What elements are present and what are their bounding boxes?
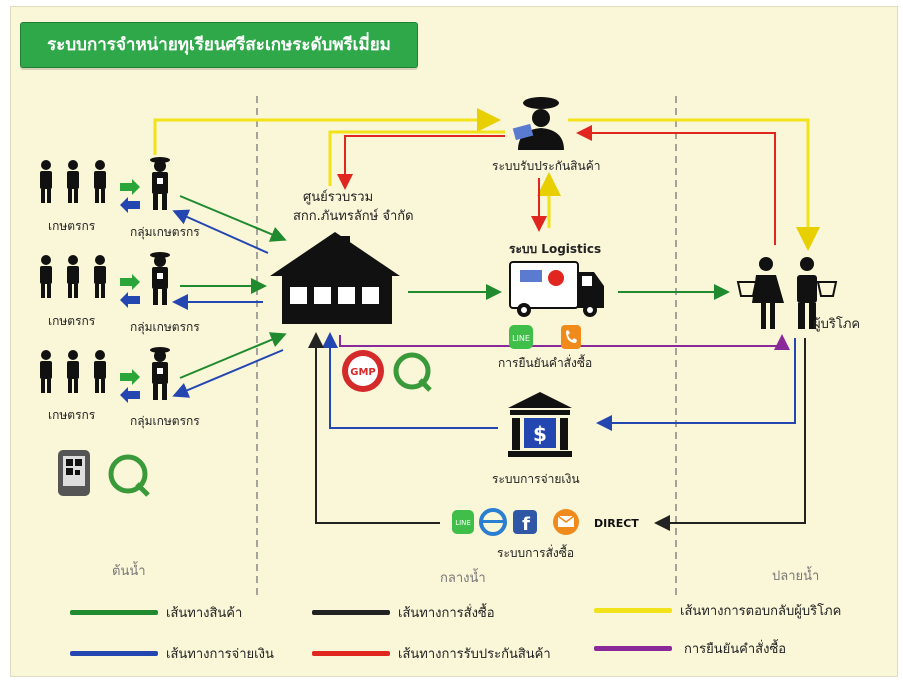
q-mark-logo <box>393 352 432 392</box>
collection-center-icon <box>270 232 400 324</box>
yellow-response-lines <box>153 108 820 251</box>
legend-label-insurance: เส้นทางการรับประกันสินค้า <box>398 647 551 662</box>
farmer-group-label-3: กลุ่มเกษตรกร <box>130 414 200 428</box>
center-label-1: ศูนย์รวบรวม <box>303 190 374 205</box>
legend-swatch-product <box>70 610 158 615</box>
farmer-group-arrows <box>120 179 140 403</box>
zone-downstream: ปลายน้ำ <box>772 569 820 584</box>
qr-phone-icon <box>58 450 90 496</box>
purple-confirm-line <box>339 334 790 350</box>
ordering-channel-icons: LINE f <box>452 508 579 536</box>
black-order-lines <box>308 332 806 531</box>
payment-bank-icon: $ <box>508 392 572 457</box>
legend-label-product: เส้นทางสินค้า <box>166 606 243 621</box>
farmer-label-2: เกษตรกร <box>48 314 96 328</box>
logistics-truck-icon <box>509 261 604 317</box>
blue-payment-lines <box>322 332 796 431</box>
farmer-icons <box>40 160 106 393</box>
diagram-canvas <box>10 6 898 677</box>
order-confirm-label: การยืนยันคำสั่งซื้อ <box>498 356 593 370</box>
legend-swatch-order <box>312 610 390 615</box>
gmp-logo: GMP <box>342 350 384 392</box>
ordering-label: ระบบการสั่งซื้อ <box>497 546 575 560</box>
gmp-text: GMP <box>350 367 376 378</box>
svg-text:f: f <box>522 514 530 535</box>
confirm-icons: LINE <box>509 325 581 349</box>
zone-upstream: ต้นน้ำ <box>112 564 146 579</box>
direct-label: DIRECT <box>594 517 639 530</box>
farmer-label-3: เกษตรกร <box>48 408 96 422</box>
legend-swatch-insurance <box>312 651 390 656</box>
payment-label: ระบบการจ่ายเงิน <box>492 472 580 486</box>
legend-label-response: เส้นทางการตอบกลับผู้บริโภค <box>680 604 842 619</box>
insurance-label: ระบบรับประกันสินค้า <box>492 159 601 173</box>
farmer-group-label-1: กลุ่มเกษตรกร <box>130 225 200 239</box>
farmer-label-1: เกษตรกร <box>48 219 96 233</box>
q-mark-logo-small <box>108 454 150 497</box>
svg-text:LINE: LINE <box>455 519 471 527</box>
diagram-title: ระบบการจำหน่ายทุเรียนศรีสะเกษระดับพรีเมี… <box>20 22 418 68</box>
consumer-label: ผู้บริโภค <box>813 317 861 332</box>
zone-midstream: กลางน้ำ <box>440 571 486 586</box>
consumer-icons <box>736 257 838 329</box>
legend-label-payment: เส้นทางการจ่ายเงิน <box>166 647 274 662</box>
farmer-group-label-2: กลุ่มเกษตรกร <box>130 320 200 334</box>
farmer-group-icons <box>150 157 170 400</box>
red-insurance-lines <box>337 125 776 245</box>
insurance-officer-icon <box>512 97 564 150</box>
center-label-2: สกก.ภันทรลักษ์ จำกัด <box>293 209 414 224</box>
svg-text:LINE: LINE <box>512 334 530 343</box>
svg-text:$: $ <box>533 422 547 446</box>
legend-swatch-confirm <box>594 646 672 651</box>
legend-label-order: เส้นทางการสั่งซื้อ <box>398 606 495 621</box>
legend-label-confirm: การยืนยันคำสั่งซื้อ <box>684 642 787 657</box>
logistics-label: ระบบ Logistics <box>509 242 602 256</box>
legend-swatch-response <box>594 608 672 613</box>
legend-swatch-payment <box>70 651 158 656</box>
group-center-lines <box>172 195 287 398</box>
